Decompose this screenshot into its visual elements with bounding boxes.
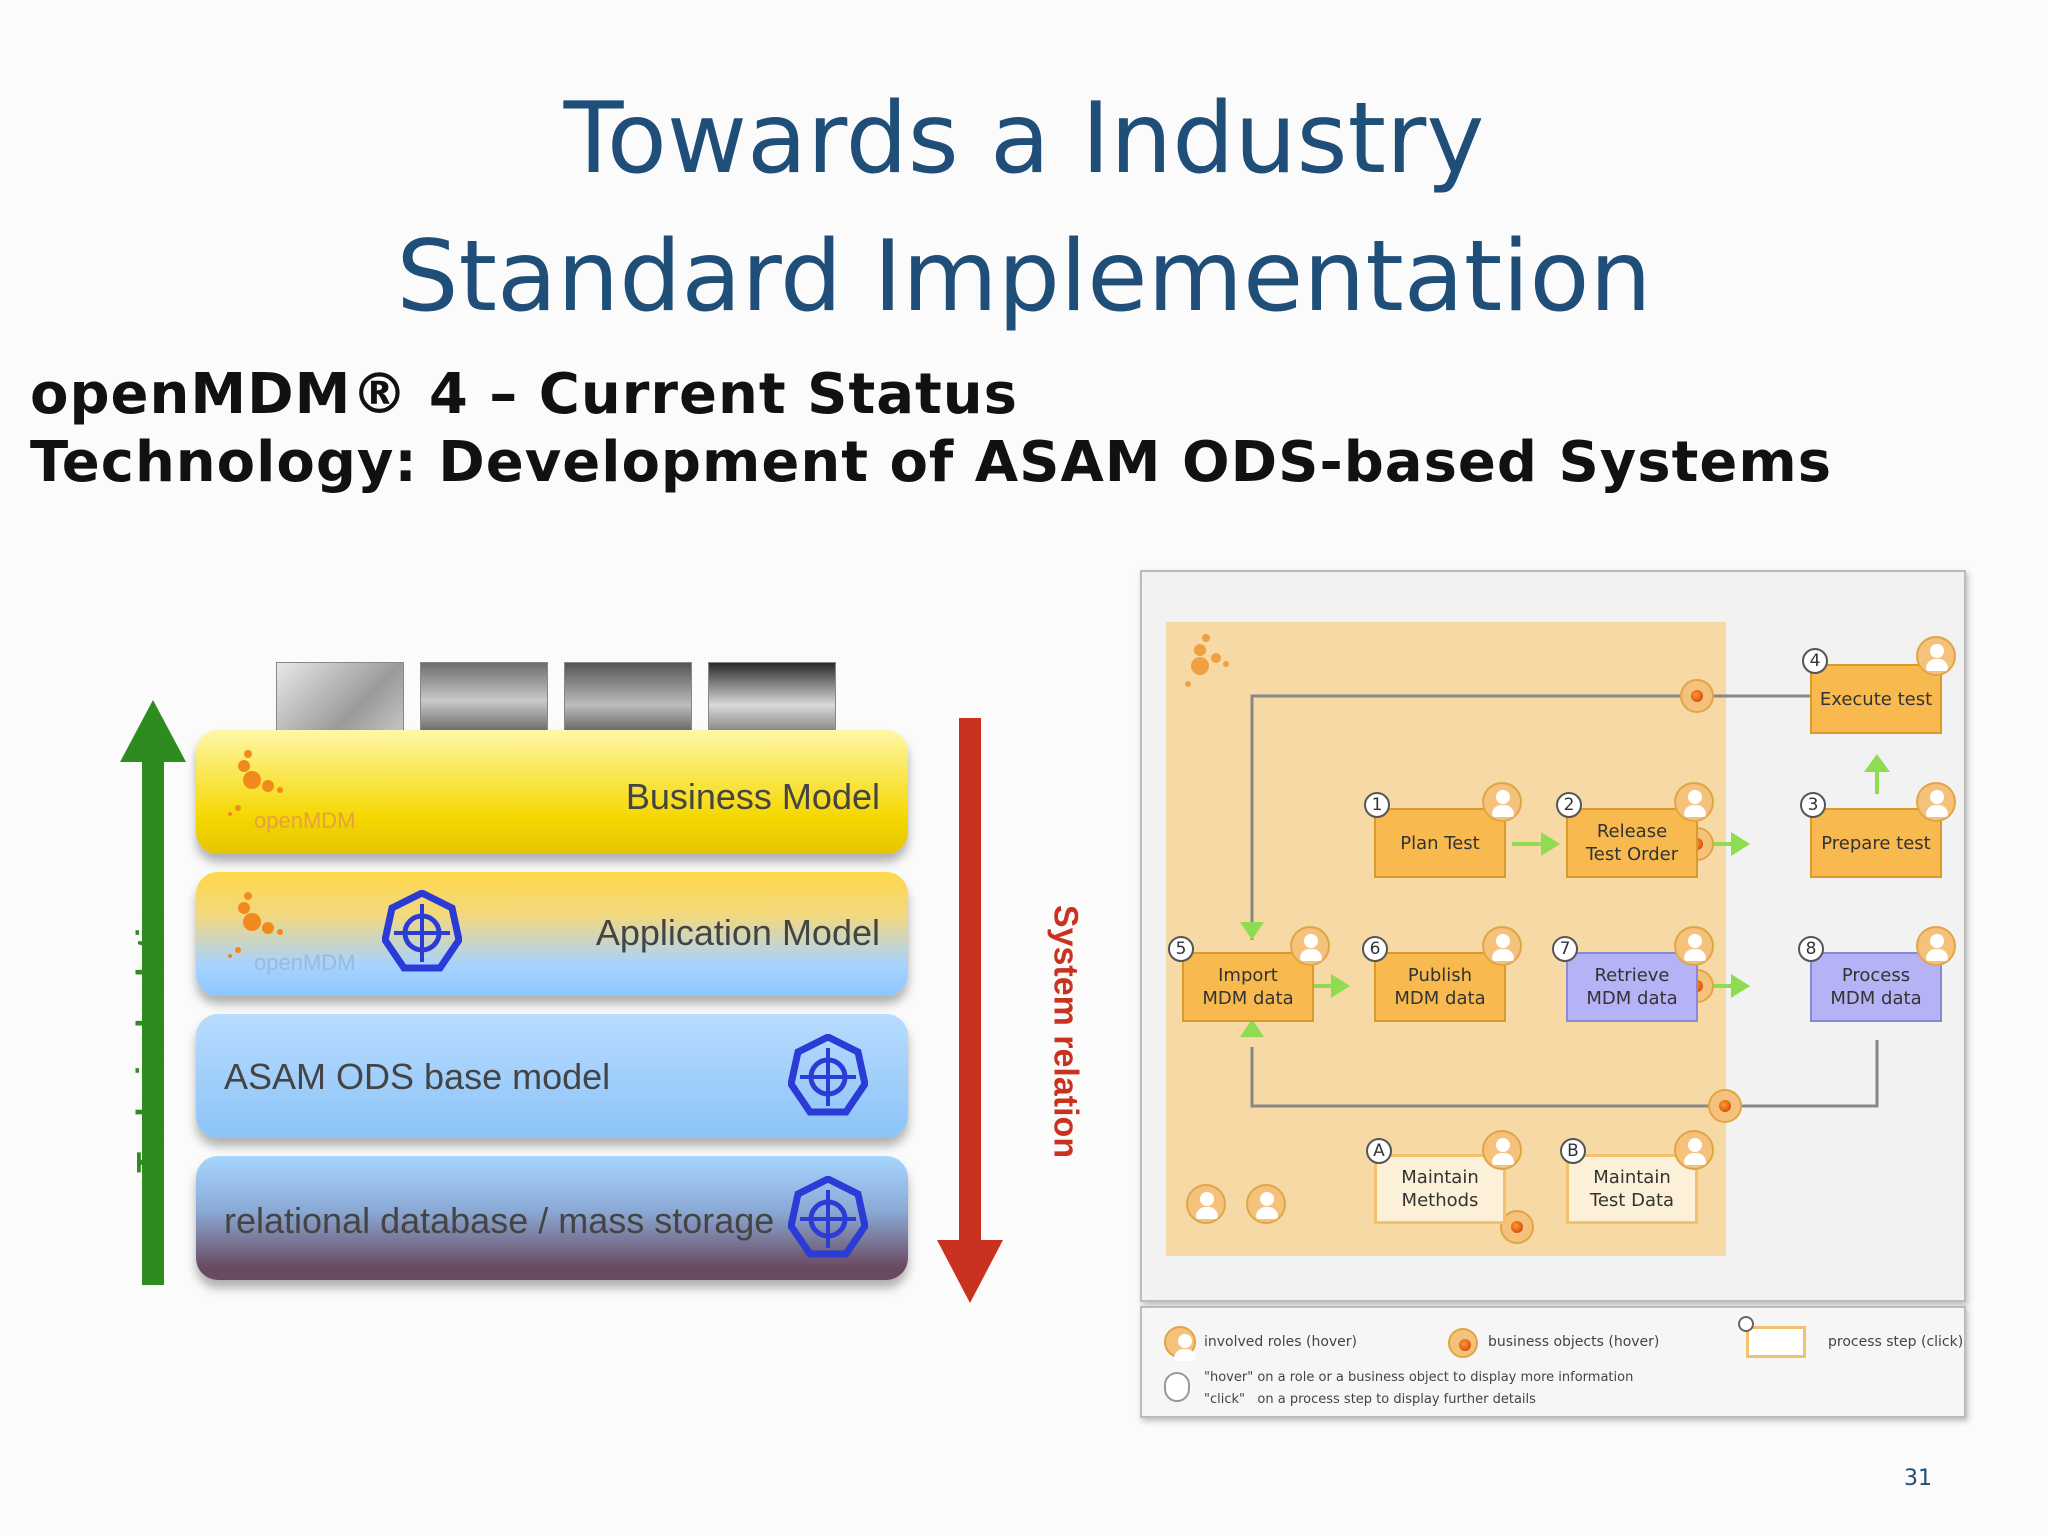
process-diagram-panel: Plan Test 1 Release Test Order 2 Prepare…	[1140, 570, 1966, 1302]
step-number-badge: 5	[1168, 936, 1194, 962]
legend-roles: involved roles (hover)	[1204, 1334, 1358, 1350]
legend-step-swatch	[1746, 1326, 1806, 1358]
step-label: Process MDM data	[1830, 965, 1922, 1009]
openmdm-logo-icon	[1185, 634, 1229, 687]
legend-step: process step (click)	[1828, 1334, 1964, 1350]
layer-application-model: openMDM Application Model	[196, 872, 908, 996]
step-number-badge: 7	[1552, 936, 1578, 962]
business-object-icon[interactable]	[1680, 679, 1714, 713]
layer-label: Business Model	[625, 776, 880, 817]
role-icon[interactable]	[1916, 782, 1956, 822]
process-connectors	[1240, 694, 1890, 1108]
process-step-publish-mdm-data[interactable]: Publish MDM data	[1374, 952, 1506, 1022]
process-step-maintain-methods[interactable]: Maintain Methods	[1374, 1154, 1506, 1224]
heading-line2: Technology: Development of ASAM ODS-base…	[30, 430, 1833, 495]
layer-label: Application Model	[595, 912, 880, 953]
process-step-maintain-test-data[interactable]: Maintain Test Data	[1566, 1154, 1698, 1224]
role-icon[interactable]	[1674, 926, 1714, 966]
role-icon[interactable]	[1246, 1184, 1286, 1224]
role-icon[interactable]	[1916, 926, 1956, 966]
role-icon[interactable]	[1482, 1130, 1522, 1170]
step-number-badge: 8	[1798, 936, 1824, 962]
step-label: Release Test Order	[1585, 821, 1679, 865]
role-icon[interactable]	[1674, 782, 1714, 822]
step-number-badge: 4	[1802, 648, 1828, 674]
process-step-process-mdm-data[interactable]: Process MDM data	[1810, 952, 1942, 1022]
system-relation-label: System relation	[1046, 904, 1085, 1159]
layer-label: relational database / mass storage	[224, 1200, 775, 1241]
step-label: Retrieve MDM data	[1586, 965, 1678, 1009]
slide-title: Towards a Industry Standard Implementati…	[0, 70, 2048, 346]
process-step-release-test-order[interactable]: Release Test Order	[1566, 808, 1698, 878]
mouse-icon	[1164, 1372, 1190, 1402]
layer-business-model: openMDM Business Model	[196, 730, 908, 854]
slide-title-line1: Towards a Industry	[563, 82, 1485, 196]
role-icon[interactable]	[1482, 926, 1522, 966]
step-label: Prepare test	[1821, 832, 1931, 854]
process-step-prepare-test[interactable]: Prepare test	[1810, 808, 1942, 878]
step-label: Publish MDM data	[1394, 965, 1486, 1009]
legend-objects: business objects (hover)	[1488, 1334, 1660, 1350]
page-number: 31	[1904, 1466, 1932, 1491]
process-step-plan-test[interactable]: Plan Test	[1374, 808, 1506, 878]
step-number-badge: 3	[1800, 792, 1826, 818]
openmdm-logo-icon	[228, 750, 283, 816]
layer-label: ASAM ODS base model	[224, 1056, 611, 1097]
step-number-badge: A	[1366, 1138, 1392, 1164]
openmdm-logo-text: openMDM	[254, 808, 356, 833]
business-object-icon	[1448, 1328, 1478, 1358]
process-step-import-mdm-data[interactable]: Import MDM data	[1182, 952, 1314, 1022]
role-icon[interactable]	[1186, 1184, 1226, 1224]
heading-line1: openMDM® 4 – Current Status	[30, 362, 1018, 427]
step-label: Maintain Methods	[1401, 1167, 1479, 1211]
legend-click-note: "click" on a process step to display fur…	[1204, 1392, 1536, 1407]
role-icon	[1164, 1326, 1196, 1361]
technical-relation-arrow	[120, 700, 186, 1285]
process-step-execute-test[interactable]: Execute test	[1810, 664, 1942, 734]
openmdm-logo-icon	[228, 892, 283, 958]
role-icon[interactable]	[1482, 782, 1522, 822]
step-number-badge: 1	[1364, 792, 1390, 818]
layer-asam-ods-base-model: ASAM ODS base model	[196, 1014, 908, 1138]
step-number-badge: B	[1560, 1138, 1586, 1164]
step-label: Execute test	[1819, 688, 1933, 710]
layer-relational-database: relational database / mass storage	[196, 1156, 908, 1280]
asam-logo-icon	[788, 1034, 868, 1116]
asam-logo-icon	[788, 1176, 868, 1258]
step-label: Maintain Test Data	[1589, 1167, 1675, 1211]
process-step-retrieve-mdm-data[interactable]: Retrieve MDM data	[1566, 952, 1698, 1022]
legend-step-badge	[1738, 1316, 1754, 1332]
role-icon[interactable]	[1290, 926, 1330, 966]
technical-relation-label: Technical relation	[130, 886, 169, 1173]
slide-title-line2: Standard Implementation	[396, 220, 1652, 334]
step-number-badge: 6	[1362, 936, 1388, 962]
step-label: Plan Test	[1400, 832, 1480, 854]
step-label: Import MDM data	[1202, 965, 1294, 1009]
process-area	[1166, 622, 1726, 1256]
legend-hover-note: "hover" on a role or a business object t…	[1204, 1370, 1634, 1385]
process-legend: involved roles (hover) business objects …	[1140, 1306, 1966, 1418]
asam-logo-icon	[382, 890, 462, 972]
system-relation-arrow	[937, 718, 1003, 1303]
role-icon[interactable]	[1916, 636, 1956, 676]
step-number-badge: 2	[1556, 792, 1582, 818]
business-object-icon[interactable]	[1708, 1089, 1742, 1123]
role-icon[interactable]	[1674, 1130, 1714, 1170]
openmdm-logo-text: openMDM	[254, 950, 356, 975]
